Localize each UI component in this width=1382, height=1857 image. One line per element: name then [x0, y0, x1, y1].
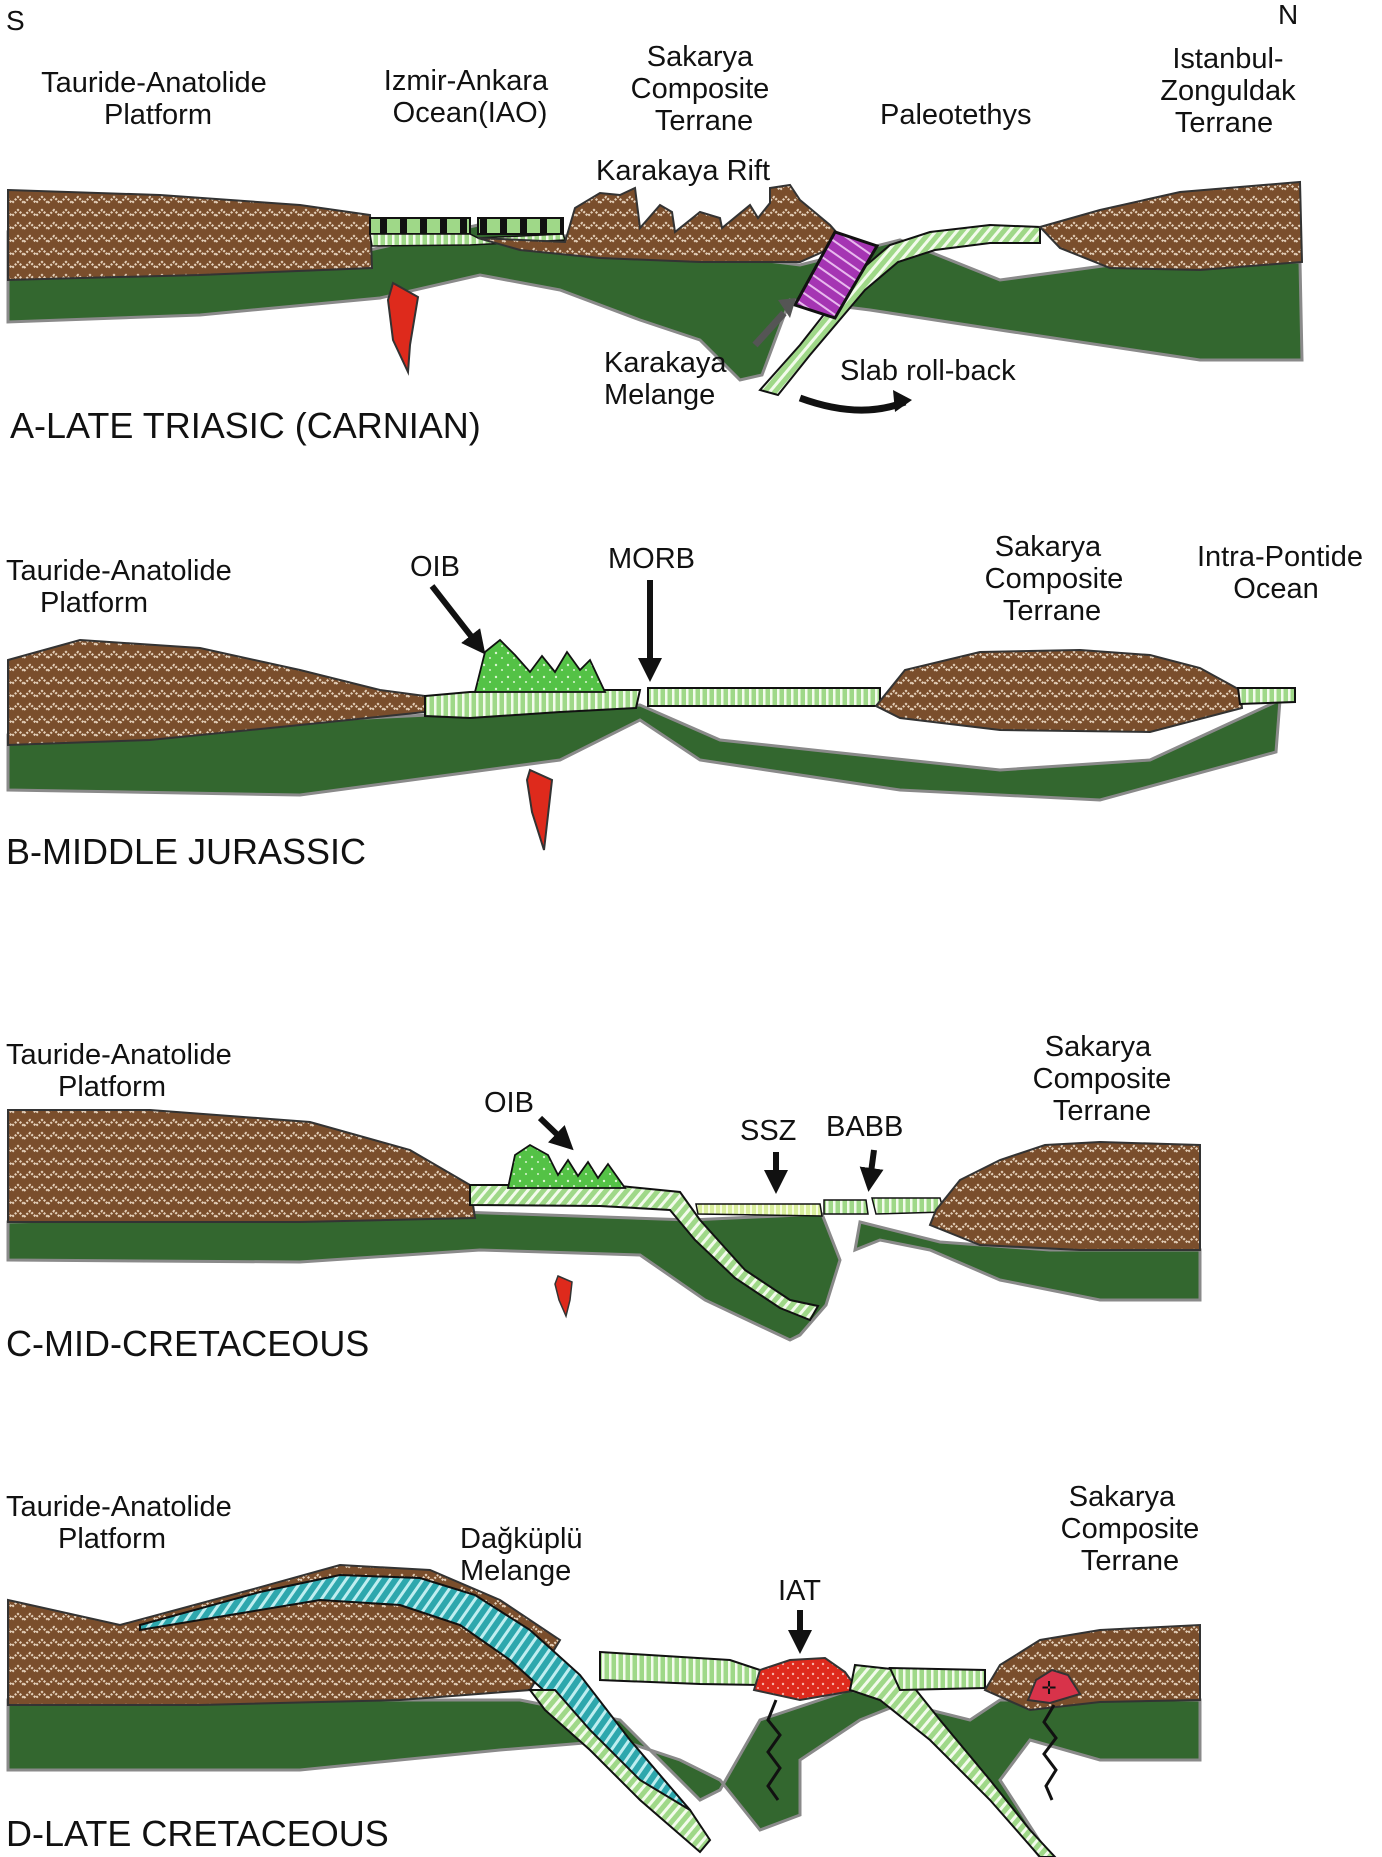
babb-oceanic-crust	[823, 1199, 869, 1215]
oib-arrow	[429, 584, 486, 655]
panel-c: Tauride-Anatolide Platform OIB SSZ BABB …	[6, 1031, 1202, 1364]
babb-oceanic-crust	[871, 1197, 945, 1215]
oib-seamount	[473, 638, 607, 693]
mantle	[6, 697, 1282, 802]
label-dagkuplu: Dağküplü Melange	[460, 1523, 591, 1587]
tauride-platform-block	[7, 188, 374, 282]
label-tauride-a: Tauride-Anatolide Platform	[41, 67, 275, 131]
panel-d: ✛ Tauride-Anatolide Platform Dağküplü Me…	[6, 1481, 1208, 1857]
feeder-line	[1042, 1704, 1058, 1801]
label-oib-c: OIB	[484, 1087, 534, 1119]
subducting-oceanic-crust	[848, 1663, 1057, 1857]
label-iat: IAT	[778, 1575, 821, 1607]
panel-title-b: B-MIDDLE JURASSIC	[6, 831, 366, 872]
ssz-oceanic-crust	[695, 1203, 823, 1217]
tauride-platform-block	[7, 1109, 477, 1223]
label-tauride-b: Tauride-Anatolide Platform	[6, 555, 240, 619]
oib-arrow	[537, 1115, 574, 1151]
oib-seamount	[506, 1143, 627, 1189]
iao-oceanic-crust	[369, 217, 471, 235]
label-karakaya-rift: Karakaya Rift	[596, 155, 770, 187]
sakarya-block	[983, 1623, 1201, 1712]
magma-drop	[525, 768, 554, 851]
label-iao: Izmir-Ankara Ocean(IAO)	[384, 65, 556, 129]
oceanic-crust	[599, 1650, 761, 1687]
label-ssz: SSZ	[740, 1115, 796, 1147]
label-sakarya-c: Sakarya Composite Terrane	[1033, 1031, 1180, 1127]
feeder-line	[766, 1699, 782, 1801]
label-sakarya-a: Sakarya Composite Terrane	[631, 41, 778, 137]
slab-rollback-arrow	[798, 394, 907, 414]
south-label: S	[6, 5, 25, 36]
sakarya-block	[874, 648, 1244, 734]
sakarya-intrusion	[1026, 1668, 1082, 1705]
istanbul-zonguldak-block	[1038, 180, 1304, 272]
intra-pontide-oceanic-crust	[1236, 687, 1296, 706]
sakarya-block	[928, 1140, 1201, 1251]
oceanic-crust-under	[369, 233, 567, 247]
mantle	[6, 1688, 1202, 1857]
label-morb: MORB	[608, 543, 695, 575]
subducting-oceanic-crust	[528, 1689, 712, 1854]
magma-drop	[386, 281, 420, 376]
label-sakarya-b: Sakarya Composite Terrane	[985, 531, 1132, 627]
panel-title-a: A-LATE TRIASIC (CARNIAN)	[10, 405, 481, 446]
label-paleotethys: Paleotethys	[880, 99, 1032, 131]
label-istanbul: Istanbul- Zonguldak Terrane	[1160, 43, 1304, 139]
label-intra-pontide: Intra-Pontide Ocean	[1197, 541, 1371, 605]
iat-arc	[752, 1656, 860, 1702]
intrusion-cross-icon: ✛	[1041, 1678, 1056, 1698]
panel-title-d: D-LATE CRETACEOUS	[6, 1813, 389, 1854]
label-karakaya-melange: Karakaya Melange	[604, 347, 735, 411]
subducting-oceanic-crust	[469, 1184, 820, 1322]
karakaya-melange	[792, 230, 880, 320]
label-sakarya-d: Sakarya Composite Terrane	[1061, 1481, 1208, 1577]
oceanic-crust	[647, 687, 881, 707]
melange-arrow	[752, 310, 787, 348]
label-babb: BABB	[826, 1111, 903, 1143]
sakarya-rift-block	[477, 183, 847, 263]
panel-a: Tauride-Anatolide Platform Izmir-Ankara …	[6, 41, 1304, 446]
babb-arrow	[859, 1149, 884, 1192]
label-oib-b: OIB	[410, 551, 460, 583]
melange-arrowhead	[778, 298, 796, 318]
label-tauride-c: Tauride-Anatolide Platform	[6, 1039, 240, 1103]
slab-rollback-arrowhead	[893, 390, 912, 412]
oceanic-crust	[888, 1666, 986, 1692]
magma-drop	[554, 1275, 573, 1319]
label-slab-rollback: Slab roll-back	[840, 355, 1016, 387]
north-label: N	[1278, 0, 1298, 30]
mantle	[6, 1210, 842, 1342]
panel-b: Tauride-Anatolide Platform OIB MORB Saka…	[6, 531, 1371, 872]
label-tauride-d: Tauride-Anatolide Platform	[6, 1491, 240, 1555]
panel-title-c: C-MID-CRETACEOUS	[6, 1323, 369, 1364]
iao-oceanic-crust	[477, 217, 564, 235]
